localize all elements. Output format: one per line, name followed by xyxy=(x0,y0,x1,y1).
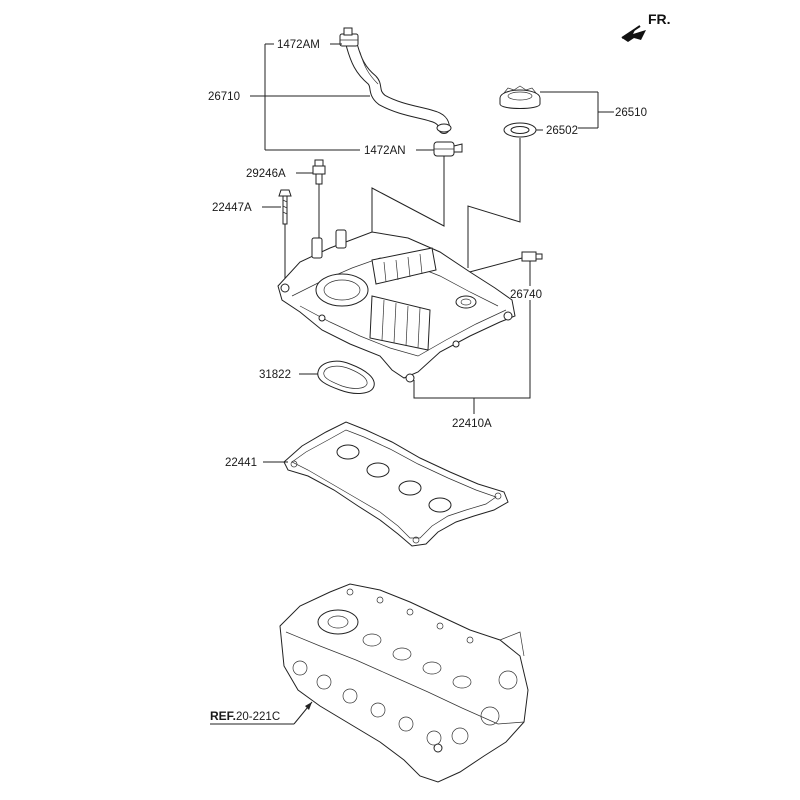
cover-bolt[interactable] xyxy=(278,189,292,282)
label-1472AM: 1472AM xyxy=(277,39,320,51)
cylinder-head xyxy=(279,583,529,783)
front-direction-arrow-icon xyxy=(621,25,646,42)
reference-leader xyxy=(210,701,313,725)
hose-clamp-lower[interactable] xyxy=(433,141,463,157)
label-22447A: 22447A xyxy=(212,202,252,214)
label-26502: 26502 xyxy=(546,125,578,137)
rocker-cover-gasket[interactable] xyxy=(283,421,509,547)
reference-note: REF.20-221C xyxy=(210,709,280,723)
reference-prefix: REF. xyxy=(210,709,236,723)
label-22441: 22441 xyxy=(225,457,257,469)
front-direction-label: FR. xyxy=(648,11,671,27)
cover-leader xyxy=(413,300,531,414)
label-26740: 26740 xyxy=(510,289,542,301)
sensor-29246A[interactable] xyxy=(312,159,326,250)
sensor-26740[interactable] xyxy=(461,251,543,286)
label-29246A: 29246A xyxy=(246,168,286,180)
spark-plug-tube-gasket[interactable] xyxy=(317,360,375,394)
oil-filler-cap-gasket[interactable] xyxy=(503,122,537,138)
label-1472AN: 1472AN xyxy=(364,145,406,157)
label-26510: 26510 xyxy=(615,107,647,119)
breather-hose[interactable] xyxy=(346,40,452,134)
reference-code: 20-221C xyxy=(236,711,280,723)
label-31822: 31822 xyxy=(259,369,291,381)
hose-clamp-upper[interactable] xyxy=(339,27,359,47)
label-26710: 26710 xyxy=(208,91,240,103)
hose-group-leader xyxy=(250,43,434,151)
cylinder-head-cover[interactable] xyxy=(277,229,516,383)
cap-group-leader xyxy=(536,91,614,131)
oil-filler-cap[interactable] xyxy=(499,85,541,109)
label-22410A: 22410A xyxy=(452,418,492,430)
